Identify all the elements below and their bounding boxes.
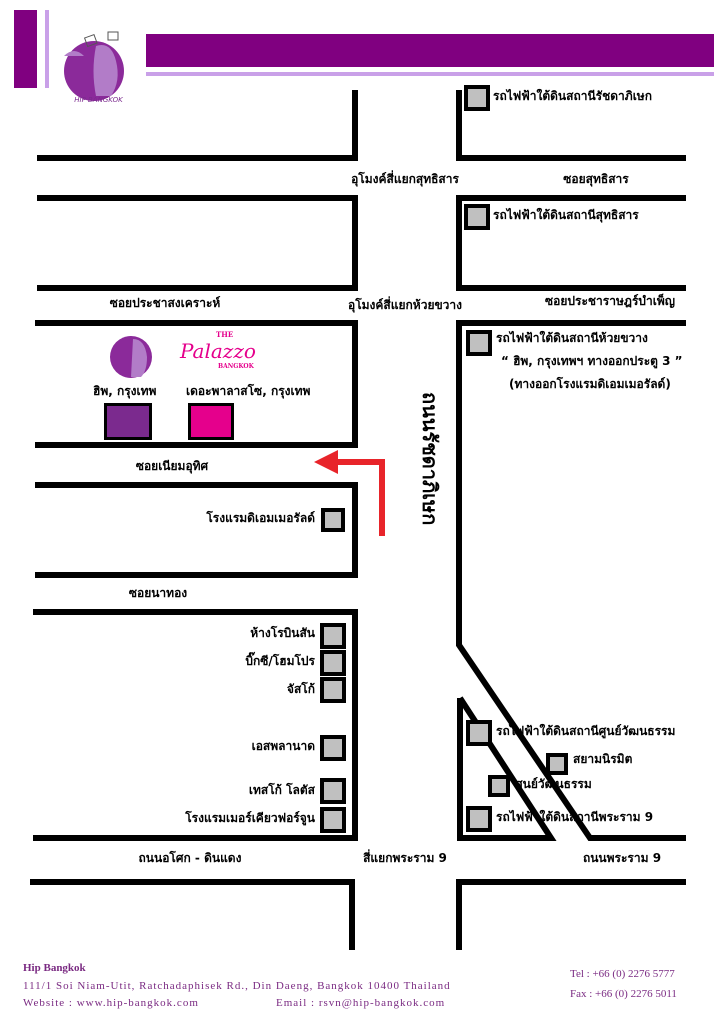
landmark-marker [320, 735, 346, 761]
road-edge [456, 195, 686, 291]
station-marker [466, 330, 492, 356]
footer-tel: Tel : +66 (0) 2276 5777 [570, 968, 675, 980]
road-label: ถนนอโศก - ดินแดง [138, 851, 242, 865]
landmark-label: สยามนิรมิต [573, 752, 633, 766]
station-marker [466, 720, 492, 746]
palazzo-logo: THE Palazzo BANGKOK [180, 330, 256, 371]
hip-hotel-marker[interactable] [104, 403, 152, 440]
logo-text: HIP BANGKOK [74, 96, 123, 104]
landmark-label: โรงแรมดิเอมเมอรัลด์ [206, 511, 315, 525]
station-label: รถไฟฟ้าใต้ดินสถานีห้วยขวาง [496, 331, 648, 345]
road-edge [456, 90, 686, 161]
landmark-marker [320, 650, 346, 676]
station-label: รถไฟฟ้าใต้ดินสถานีศูนย์วัฒนธรรม [496, 724, 676, 738]
station-note: “ ฮิพ, กรุงเทพฯ ทางออกประตู 3 ” [501, 354, 683, 368]
station-label: รถไฟฟ้าใต้ดินสถานีพระราม 9 [496, 810, 654, 824]
road-edge [30, 879, 355, 950]
road-edge [35, 482, 358, 578]
footer-fax: Fax : +66 (0) 2276 5011 [570, 988, 677, 1000]
footer-website[interactable]: Website : www.hip-bangkok.com [23, 997, 199, 1009]
station-label: รถไฟฟ้าใต้ดินสถานีสุทธิสาร [493, 208, 639, 222]
road-label: อุโมงค์สี่แยกห้วยขวาง [347, 298, 463, 312]
direction-arrow [314, 450, 385, 536]
road-edge [37, 195, 358, 291]
road-label: ซอยประชาราษฎร์บำเพ็ญ [545, 294, 675, 308]
landmark-label: บิ๊กซี/โฮมโปร [245, 654, 315, 668]
palazzo-hotel-marker[interactable] [188, 403, 234, 440]
landmark-marker [546, 753, 568, 775]
landmark-label: จัสโก้ [286, 682, 315, 696]
footer-name: Hip Bangkok [23, 962, 86, 974]
station-marker [464, 204, 490, 230]
landmark-marker [320, 677, 346, 703]
header-line [146, 72, 714, 76]
road-label: ซอยนาทอง [128, 586, 188, 600]
station-marker [466, 806, 492, 832]
road-edge [37, 90, 358, 161]
road-label: ซอยสุทธิสาร [563, 172, 629, 186]
landmark-marker [320, 623, 346, 649]
landmark-label: เทสโก้ โลตัส [248, 783, 315, 797]
road-edge [456, 320, 686, 841]
header-bar-vertical [14, 10, 37, 88]
road-label: ถนนพระราม 9 [582, 851, 662, 865]
station-note: (ทางออกโรงแรมดิเอมเมอรัลด์) [509, 377, 671, 391]
road-edge [457, 696, 557, 841]
station-label: รถไฟฟ้าใต้ดินสถานีรัชดาภิเษก [493, 89, 652, 103]
footer-email[interactable]: Email : rsvn@hip-bangkok.com [276, 997, 446, 1009]
palazzo-hotel-label: เดอะพาลาสโซ, กรุงเทพ [186, 384, 311, 398]
road-edge [35, 320, 358, 448]
road-edge [456, 879, 686, 950]
landmark-marker [321, 508, 345, 532]
road-edge [33, 609, 358, 841]
header-banner [146, 34, 714, 67]
landmark-label: ห้างโรบินสัน [250, 626, 315, 640]
landmark-marker [488, 775, 510, 797]
landmark-marker [320, 778, 346, 804]
road-label: ซอยประชาสงเคราะห์ [109, 296, 221, 310]
landmark-label: ศูนย์วัฒนธรรม [515, 777, 592, 791]
landmark-label: โรงแรมเมอร์เคียวฟอร์จูน [185, 811, 315, 825]
road-label: สี่แยกพระราม 9 [363, 851, 447, 865]
hip-hotel-label: ฮิพ, กรุงเทพ [93, 384, 157, 398]
landmark-label: เอสพลานาด [251, 739, 315, 753]
station-marker [464, 85, 490, 111]
hip-logo-small [105, 333, 161, 379]
hip-bangkok-logo: HIP BANGKOK [56, 26, 141, 106]
landmark-marker [320, 807, 346, 833]
road-label: อุโมงค์สี่แยกสุทธิสาร [351, 172, 459, 186]
footer-address: 111/1 Soi Niam-Utit, Ratchadaphisek Rd.,… [23, 980, 451, 992]
header-line-vertical [45, 10, 49, 88]
ratchadaphisek-road-label: ถนนรัชดาภิเษก [418, 392, 442, 526]
road-label: ซอยเนียมอุทิศ [135, 459, 209, 473]
